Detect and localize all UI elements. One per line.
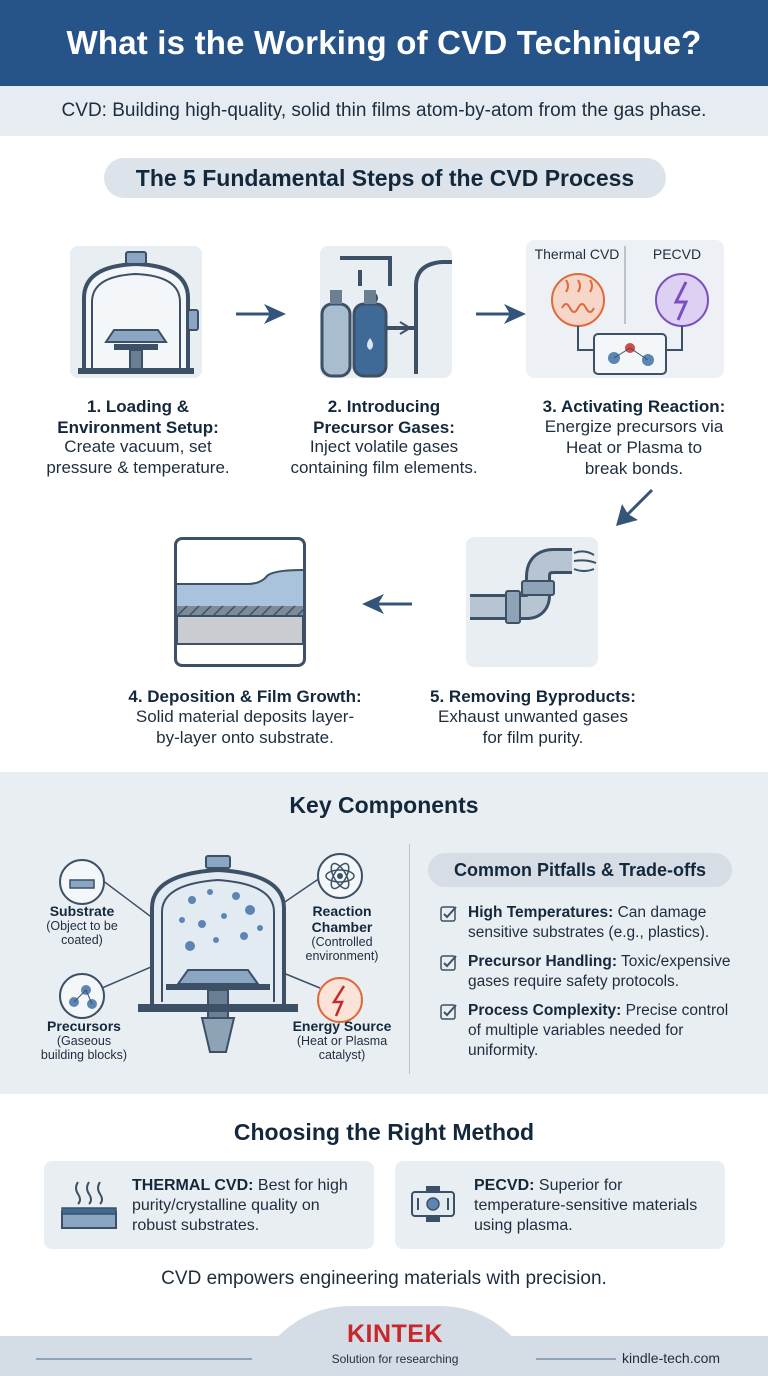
substrate-label: Substrate	[49, 903, 115, 919]
step2-description: Inject volatile gases containing film el…	[290, 437, 478, 477]
key-components-section	[0, 772, 768, 1094]
pitfall-item: Precursor Handling: Toxic/expensive gase…	[440, 952, 740, 992]
footer-divider-right	[536, 1358, 616, 1360]
molecule-icon	[59, 973, 105, 1019]
step3-description: Energize precursors via Heat or Plasma t…	[544, 417, 724, 478]
step5-exhaust-pipe-icon	[466, 537, 598, 667]
substrate-sublabel: (Object to be coated)	[46, 919, 118, 947]
step1-chamber-icon	[70, 246, 202, 378]
step4-description: Solid material deposits layer- by-layer …	[135, 707, 355, 747]
plasma-icon	[655, 273, 709, 327]
kintek-logo: KINTEK	[346, 1320, 444, 1348]
checkbox-checked-icon	[440, 906, 457, 922]
footer-website-link[interactable]: kindle-tech.com	[622, 1350, 721, 1366]
step5-description: Exhaust unwanted gases for film purity.	[438, 707, 628, 747]
pitfall-item: High Temperatures: Can damage sensitive …	[440, 903, 740, 943]
pitfall-item: Process Complexity: Precise control of m…	[440, 1001, 740, 1061]
closing-statement: CVD empowers engineering materials with …	[161, 1268, 607, 1289]
footer-divider-left	[36, 1358, 252, 1360]
reaction-chamber-label: Reaction Chamber	[311, 903, 373, 935]
components-divider	[409, 844, 410, 1074]
step3-activation-panel: Thermal CVD PECVD	[526, 240, 724, 378]
thermal-cvd-text: THERMAL CVD: Best for high purity/crysta…	[132, 1177, 348, 1234]
energy-bolt-icon	[317, 977, 363, 1023]
page-subtitle: CVD: Building high-quality, solid thin f…	[0, 86, 768, 136]
pecvd-label: PECVD	[652, 246, 702, 262]
footer-tagline: Solution for researching	[331, 1352, 459, 1366]
precursors-label: Precursors	[47, 1018, 121, 1034]
arrow-down-left-icon	[616, 488, 654, 526]
page-title: What is the Working of CVD Technique?	[66, 24, 702, 61]
arrow-right-icon	[476, 304, 526, 324]
reaction-chamber-sublabel: (Controlled environment)	[305, 935, 379, 963]
step4-film-layers-icon	[174, 537, 306, 667]
key-components-title: Key Components	[289, 792, 479, 818]
thermal-heat-icon	[61, 1181, 117, 1229]
step1-description: Create vacuum, set pressure & temperatur…	[46, 437, 230, 477]
step2-title: 2. Introducing Precursor Gases:	[313, 397, 455, 437]
step4-title: 4. Deposition & Film Growth:	[128, 687, 362, 706]
choosing-method-title: Choosing the Right Method	[233, 1119, 535, 1145]
pecvd-text: PECVD: Superior for temperature-sensitiv…	[474, 1177, 698, 1234]
step1-title: 1. Loading & Environment Setup:	[57, 397, 219, 437]
thermal-cvd-card	[44, 1161, 374, 1249]
energy-source-sublabel: (Heat or Plasma catalyst)	[296, 1034, 388, 1062]
page-header: What is the Working of CVD Technique?	[0, 0, 768, 86]
step3-title: 3. Activating Reaction:	[542, 397, 726, 416]
step5-title: 5. Removing Byproducts:	[430, 687, 636, 706]
precursors-sublabel: (Gaseous building blocks)	[40, 1034, 128, 1062]
plasma-electrode-icon	[411, 1186, 455, 1222]
checkbox-checked-icon	[440, 955, 457, 971]
pitfalls-title: Common Pitfalls & Trade-offs	[428, 853, 732, 887]
arrow-left-icon	[362, 594, 412, 614]
thermal-cvd-label: Thermal CVD	[534, 246, 620, 262]
steps-section-title: The 5 Fundamental Steps of the CVD Proce…	[104, 158, 666, 198]
cvd-chamber-diagram-icon	[59, 853, 363, 1053]
step2-gas-cylinders-icon	[320, 246, 452, 378]
checkbox-checked-icon	[440, 1004, 457, 1020]
arrow-right-icon	[236, 304, 286, 324]
energy-source-label: Energy Source	[292, 1018, 392, 1034]
